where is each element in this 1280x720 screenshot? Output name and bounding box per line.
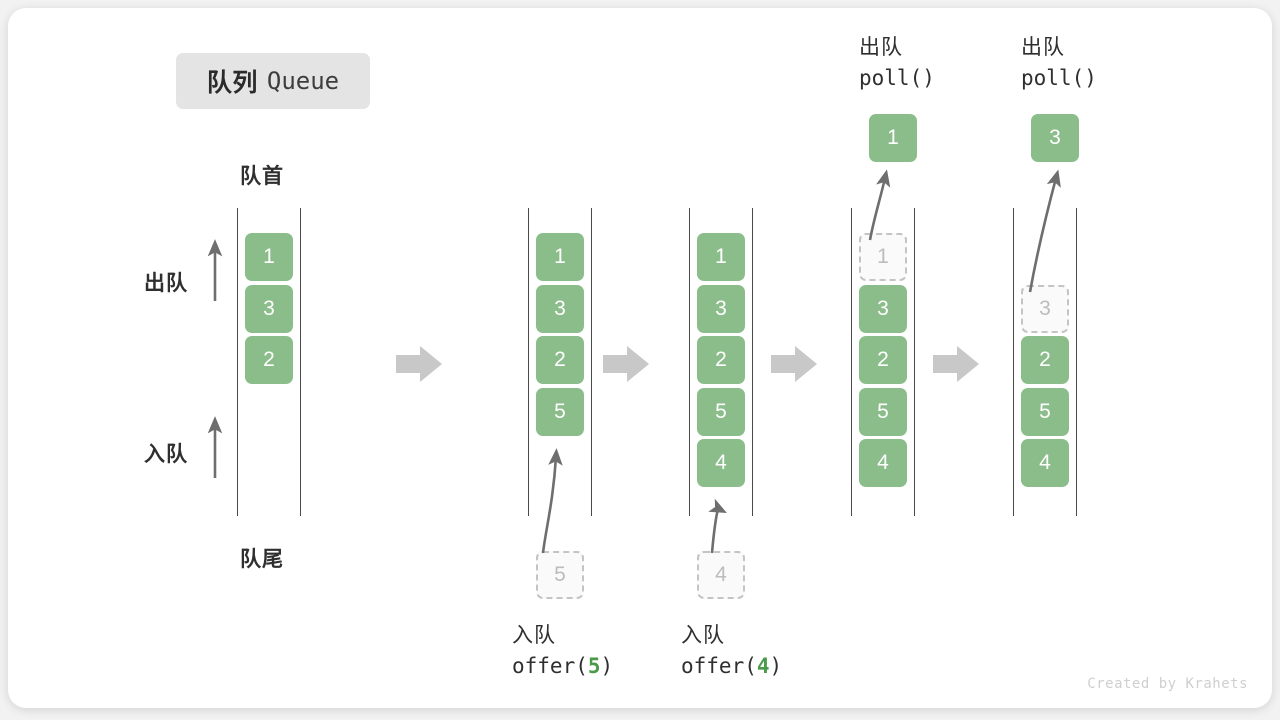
queue-rail-left xyxy=(851,208,852,516)
incoming-element: 4 xyxy=(697,551,745,599)
incoming-element: 5 xyxy=(536,551,584,599)
op-poll-2-cn: 出队 xyxy=(1021,36,1065,59)
queue-rail-left xyxy=(1013,208,1014,516)
op-offer-4-cn: 入队 xyxy=(681,624,725,647)
op-poll-1-code: poll() xyxy=(859,66,935,91)
queue-element: 2 xyxy=(859,336,907,384)
queue-element: 3 xyxy=(245,284,293,333)
queue-element: 3 xyxy=(697,284,745,333)
step-arrow-3 xyxy=(771,346,817,382)
queue-element: 2 xyxy=(245,336,293,384)
queue-element: 2 xyxy=(1021,336,1069,384)
op-offer-4-arg: 4 xyxy=(756,654,770,679)
popped-element-1: 1 xyxy=(869,114,917,162)
queue-element: 4 xyxy=(859,439,907,487)
queue-element: 2 xyxy=(536,336,584,384)
queue-element: 5 xyxy=(536,387,584,436)
step-arrow-2 xyxy=(603,346,649,382)
queue-element: 1 xyxy=(859,233,907,281)
op-offer-5-fn: offer( xyxy=(512,654,588,679)
queue-rail-left xyxy=(237,208,238,516)
queue-element: 3 xyxy=(536,284,584,333)
title-english: Queue xyxy=(266,67,340,95)
queue-rail-right xyxy=(300,208,301,516)
dequeue-direction-label: 出队 xyxy=(144,272,188,295)
queue-element: 4 xyxy=(1021,439,1069,487)
queue-element: 1 xyxy=(245,233,293,281)
title-chinese: 队列 xyxy=(206,69,258,97)
op-offer-5-code: offer(5) xyxy=(512,651,613,681)
diagram-card: 队列 Queue 队首 队尾 出队 入队 出队 poll() 出队 poll()… xyxy=(8,8,1272,708)
queue-rail-left xyxy=(528,208,529,516)
queue-element: 1 xyxy=(536,233,584,281)
queue-rail-right xyxy=(752,208,753,516)
queue-element: 1 xyxy=(697,233,745,281)
queue-element: 2 xyxy=(697,336,745,384)
op-offer-4-code: offer(4) xyxy=(681,651,782,681)
queue-element: 5 xyxy=(1021,387,1069,436)
queue-element: 4 xyxy=(697,439,745,487)
queue-rail-right xyxy=(914,208,915,516)
queue-element: 3 xyxy=(1021,284,1069,333)
queue-element: 5 xyxy=(859,387,907,436)
step-arrow-4 xyxy=(933,346,979,382)
queue-element: 5 xyxy=(697,387,745,436)
queue-rail-right xyxy=(1076,208,1077,516)
op-poll-1-caption: 出队 poll() xyxy=(859,33,935,94)
op-offer-5-caption: 入队 offer(5) xyxy=(512,621,613,682)
op-offer-5-cn: 入队 xyxy=(512,624,556,647)
queue-rail-left xyxy=(689,208,690,516)
op-offer-4-fn-close: ) xyxy=(769,654,783,679)
diagram-title-badge: 队列 Queue xyxy=(176,53,370,109)
op-poll-1-cn: 出队 xyxy=(859,36,903,59)
step-arrow-1 xyxy=(396,346,442,382)
queue-head-label: 队首 xyxy=(240,165,284,188)
op-offer-4-fn: offer( xyxy=(681,654,757,679)
op-poll-2-code: poll() xyxy=(1021,66,1097,91)
queue-element: 3 xyxy=(859,284,907,333)
credit-watermark: Created by Krahets xyxy=(1087,676,1248,692)
enqueue-direction-label: 入队 xyxy=(144,443,188,466)
queue-rail-right xyxy=(591,208,592,516)
op-offer-4-caption: 入队 offer(4) xyxy=(681,621,782,682)
op-poll-2-caption: 出队 poll() xyxy=(1021,33,1097,94)
op-offer-5-arg: 5 xyxy=(587,654,601,679)
arrow-overlay xyxy=(207,169,1061,554)
popped-element-2: 3 xyxy=(1031,114,1079,162)
op-offer-5-fn-close: ) xyxy=(600,654,614,679)
queue-tail-label: 队尾 xyxy=(240,548,284,571)
